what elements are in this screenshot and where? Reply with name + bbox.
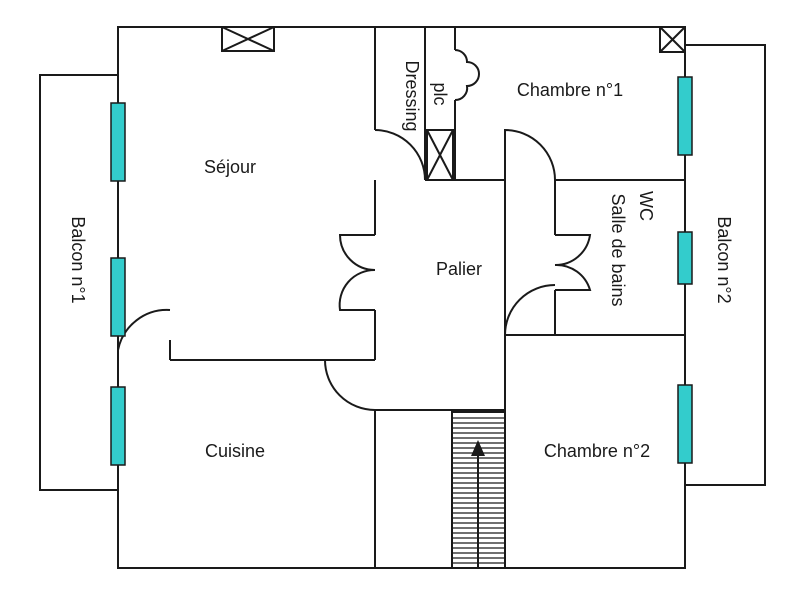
door-cuisine (323, 359, 376, 411)
balcony-2-outline (685, 44, 766, 486)
vents (221, 26, 686, 181)
label-cuisine: Cuisine (205, 441, 265, 461)
window-sejour-1 (110, 102, 126, 182)
vent-chambre-1 (659, 26, 686, 53)
label-salle-de-bains: Salle de bains (608, 193, 628, 306)
label-chambre-1: Chambre n°1 (517, 80, 623, 100)
stairs-arrow (471, 440, 485, 456)
door-sejour-double-right (338, 268, 376, 311)
vent-sejour (221, 26, 275, 52)
label-dressing: Dressing (402, 60, 422, 131)
doors (117, 49, 592, 411)
window-cuisine (110, 386, 126, 466)
window-chambre-2 (677, 384, 693, 464)
label-balcon-1: Balcon n°1 (68, 216, 88, 303)
interior-walls (169, 27, 685, 568)
window-chambre-1 (677, 76, 693, 156)
window-sejour-2 (110, 257, 126, 337)
window-wc (677, 231, 693, 285)
label-chambre-2: Chambre n°2 (544, 441, 650, 461)
door-dressing (374, 129, 426, 181)
windows (110, 76, 693, 466)
door-placard (454, 49, 481, 102)
label-palier: Palier (436, 259, 482, 279)
door-sejour-double-left (338, 234, 376, 271)
label-sejour: Séjour (204, 157, 256, 177)
exterior-walls (117, 26, 686, 569)
door-chambre-2 (504, 284, 556, 336)
room-labels: Séjour Palier Cuisine Chambre n°1 Chambr… (68, 60, 734, 461)
label-placard: plc (430, 82, 450, 105)
stairs (451, 411, 506, 569)
label-wc: WC (636, 191, 656, 221)
door-chambre-1 (504, 128, 556, 181)
door-sdb-double-top (554, 234, 592, 267)
door-sdb-double-bottom (554, 263, 592, 291)
door-balcon-1 (117, 308, 171, 360)
vent-palier (426, 129, 454, 181)
balcony-1-outline (39, 74, 118, 491)
label-balcon-2: Balcon n°2 (714, 216, 734, 303)
